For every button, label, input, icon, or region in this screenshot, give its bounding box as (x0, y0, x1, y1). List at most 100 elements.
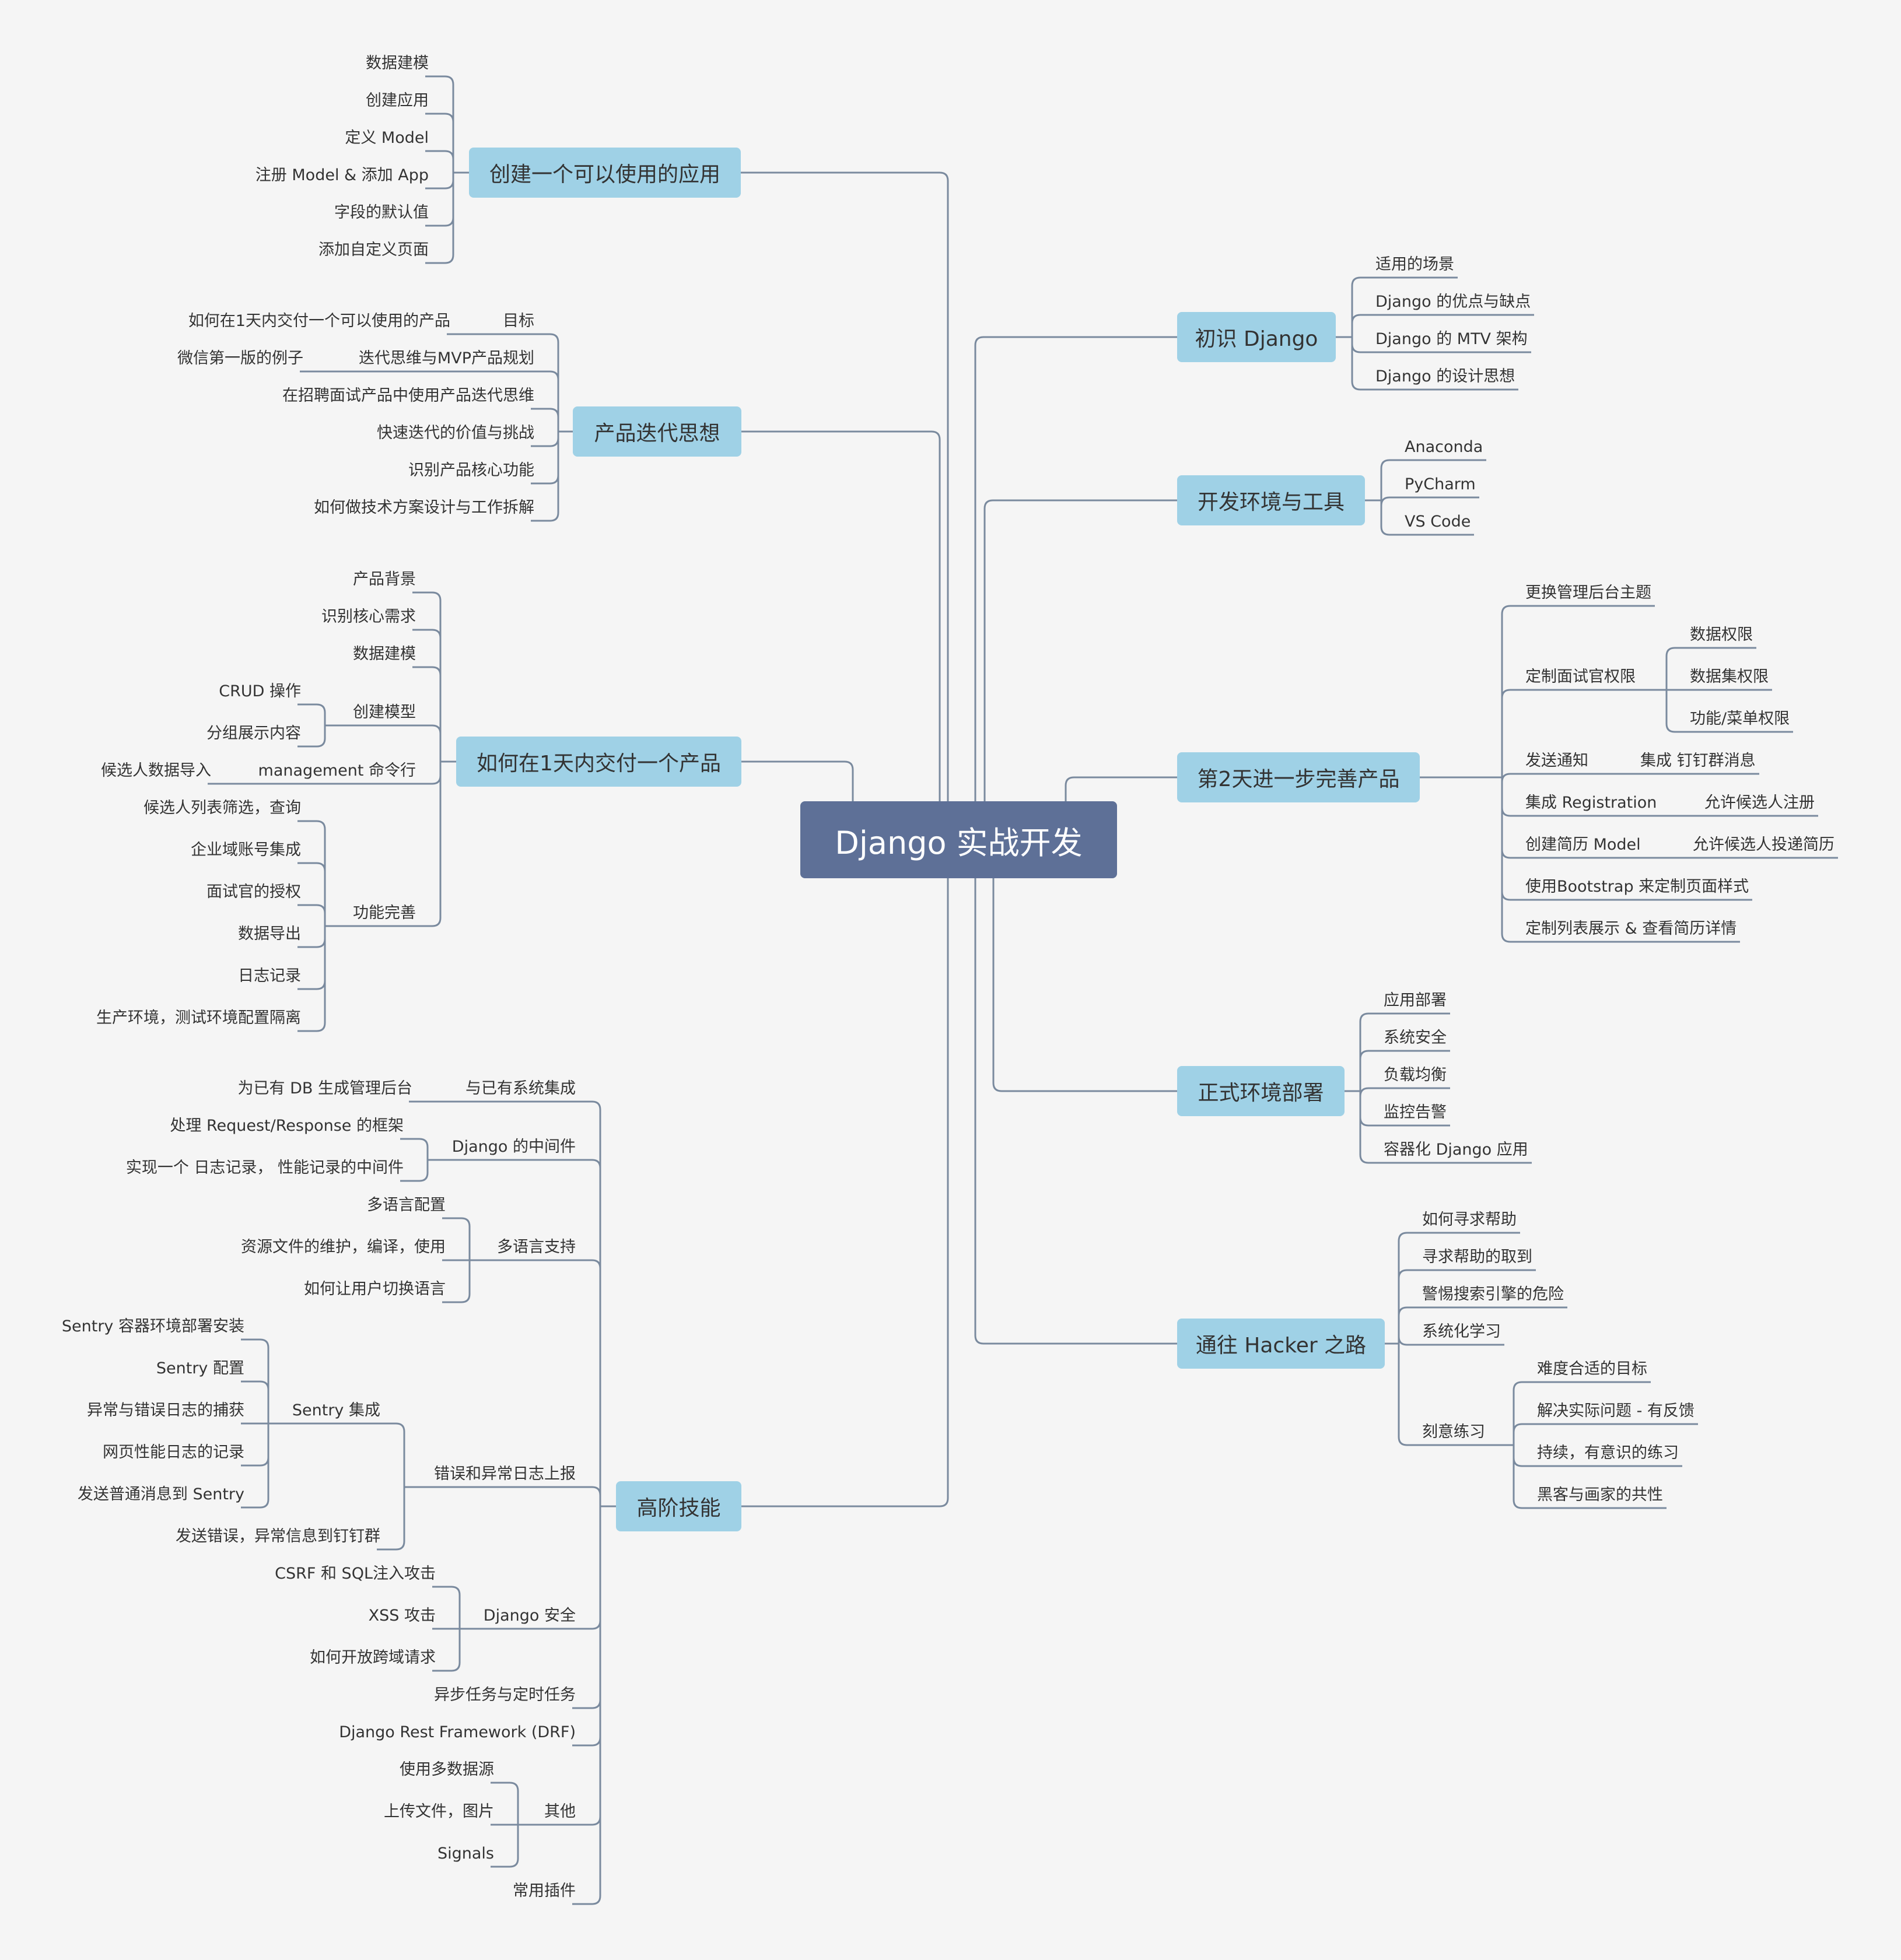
leaf-one-day-func-2: 企业域账号集成 (191, 841, 301, 859)
connector (983, 499, 1177, 801)
leaf-iteration-goal-child: 如何在1天内交付一个可以使用的产品 (188, 312, 450, 330)
connector (412, 775, 442, 785)
leaf-adv-i18n: 多语言支持 (497, 1238, 576, 1256)
connector (974, 336, 1177, 801)
connector (442, 1293, 471, 1303)
topic-iteration[interactable]: 产品迭代思想 (573, 406, 741, 457)
leaf-create-app-5: 字段的默认值 (334, 204, 429, 222)
topic-create-app[interactable]: 创建一个可以使用的应用 (469, 148, 741, 198)
connector (572, 1100, 601, 1110)
leaf-one-day-func-1: 候选人列表筛选，查询 (143, 799, 301, 817)
connector (425, 113, 454, 122)
connector (1359, 1154, 1532, 1164)
leaf-hacker-practice-4: 黑客与画家的共性 (1537, 1486, 1663, 1504)
connector (531, 475, 559, 485)
leaf-adv-sentry-5: 发送普通消息到 Sentry (77, 1485, 244, 1503)
leaf-adv-security-2: XSS 攻击 (368, 1607, 436, 1625)
leaf-adv-drf: Django Rest Framework (DRF) (339, 1723, 576, 1741)
topic-day2[interactable]: 第2天进一步完善产品 (1177, 752, 1420, 802)
topic-env[interactable]: 开发环境与工具 (1177, 475, 1365, 525)
leaf-adv-other: 其他 (544, 1803, 576, 1821)
connector (377, 1422, 405, 1432)
leaf-adv-other-1: 使用多数据源 (400, 1761, 494, 1779)
topic-one-day[interactable]: 如何在1天内交付一个产品 (456, 737, 741, 787)
leaf-create-app-4: 注册 Model & 添加 App (255, 166, 429, 184)
connector (531, 333, 559, 343)
leaf-adv-other-2: 上传文件，图片 (384, 1803, 494, 1821)
connector (1398, 1436, 1489, 1446)
connector (1380, 496, 1479, 506)
leaf-iteration-mvp: 迭代思维与MVP产品规划 (358, 349, 534, 367)
leaf-one-day-func-3: 面试官的授权 (206, 883, 301, 901)
leaf-hacker-2: 寻求帮助的取到 (1422, 1248, 1532, 1266)
leaf-one-day-group: 分组展示内容 (206, 724, 301, 742)
connector (297, 738, 326, 748)
leaf-create-app-2: 创建应用 (366, 92, 429, 110)
leaf-hacker-practice-3: 持续，有意识的练习 (1537, 1444, 1679, 1462)
leaf-adv-sentry-2: Sentry 配置 (156, 1359, 244, 1377)
leaf-iteration-5: 识别产品核心功能 (408, 461, 534, 479)
connector (531, 370, 559, 380)
leaf-day2-perm-2: 数据集权限 (1690, 668, 1769, 686)
connector (1398, 1306, 1567, 1316)
connector (531, 408, 559, 418)
connector (425, 217, 454, 227)
leaf-adv-errors: 错误和异常日志上报 (434, 1465, 576, 1483)
leaf-deploy-4: 监控告警 (1384, 1103, 1447, 1121)
leaf-env-3: VS Code (1405, 513, 1471, 531)
connector (491, 1858, 519, 1868)
connector (531, 512, 559, 522)
leaf-adv-dingtalk: 发送错误，异常信息到钉钉群 (176, 1527, 380, 1545)
connector (425, 254, 454, 264)
connector (1351, 381, 1518, 391)
leaf-deploy-2: 系统安全 (1384, 1029, 1447, 1047)
topic-intro[interactable]: 初识 Django (1177, 312, 1336, 362)
connector (425, 180, 454, 190)
leaf-adv-async: 异步任务与定时任务 (434, 1686, 576, 1704)
connector (1359, 1087, 1450, 1097)
connector (572, 1620, 601, 1630)
connector (1359, 1050, 1450, 1060)
leaf-day2-notify: 发送通知 (1525, 752, 1588, 770)
leaf-adv-security-1: CSRF 和 SQL注入攻击 (275, 1565, 436, 1583)
leaf-intro-1: 适用的场景 (1375, 255, 1454, 274)
connector (297, 904, 326, 914)
connector (1665, 647, 1756, 657)
connector (1501, 689, 1639, 699)
leaf-deploy-3: 负载均衡 (1384, 1066, 1447, 1084)
leaf-day2-resume-child: 允许候选人投递简历 (1693, 836, 1835, 854)
connector (297, 938, 326, 948)
connector (531, 437, 559, 447)
leaf-adv-i18n-2: 资源文件的维护，编译，使用 (241, 1238, 446, 1256)
connector (1380, 526, 1474, 536)
leaf-adv-plugins: 常用插件 (513, 1882, 576, 1900)
leaf-deploy-1: 应用部署 (1384, 991, 1447, 1009)
connector (572, 1699, 601, 1709)
connector (412, 666, 442, 676)
leaf-one-day-mgmt-child: 候选人数据导入 (101, 762, 211, 780)
leaf-adv-security: Django 安全 (483, 1607, 576, 1625)
connector (432, 1586, 461, 1596)
leaf-day2-perm: 定制面试官权限 (1525, 668, 1636, 686)
leaf-hacker-practice: 刻意练习 (1422, 1423, 1485, 1441)
leaf-create-app-6: 添加自定义页面 (318, 241, 429, 259)
topic-hacker[interactable]: 通往 Hacker 之路 (1177, 1319, 1385, 1369)
connector (741, 430, 941, 801)
leaf-day2-perm-3: 功能/菜单权限 (1690, 710, 1790, 728)
leaf-day2-bootstrap: 使用Bootstrap 来定制页面样式 (1525, 878, 1749, 896)
connector (1351, 314, 1534, 324)
leaf-iteration-mvp-child: 微信第一版的例子 (177, 349, 303, 367)
leaf-iteration-3: 在招聘面试产品中使用产品迭代思维 (282, 387, 534, 405)
topic-deploy[interactable]: 正式环境部署 (1177, 1066, 1345, 1116)
leaf-day2-perm-1: 数据权限 (1690, 626, 1753, 644)
leaf-intro-4: Django 的设计思想 (1375, 367, 1515, 385)
leaf-iteration-goal: 目标 (503, 312, 534, 330)
root-topic[interactable]: Django 实战开发 (800, 801, 1117, 878)
leaf-adv-middleware-1: 处理 Request/Response 的框架 (170, 1117, 404, 1135)
connector (1665, 723, 1793, 733)
topic-advanced[interactable]: 高阶技能 (616, 1481, 741, 1531)
connector (1501, 773, 1592, 783)
connector (241, 1457, 269, 1467)
leaf-adv-sentry: Sentry 集成 (292, 1401, 380, 1419)
